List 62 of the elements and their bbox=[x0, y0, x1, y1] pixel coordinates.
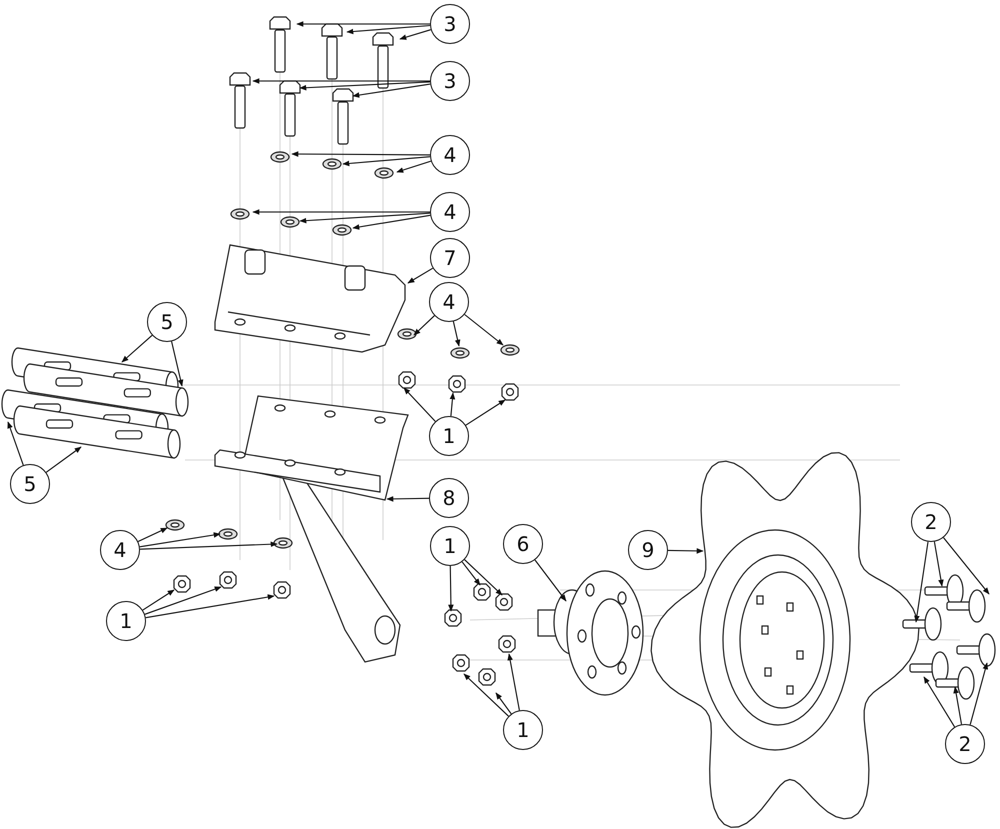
leader-line bbox=[299, 212, 430, 224]
leader-line bbox=[138, 528, 168, 542]
leader-line bbox=[404, 388, 436, 422]
callout-number: 8 bbox=[429, 478, 469, 518]
leader-line bbox=[534, 560, 566, 602]
leader-line bbox=[464, 674, 509, 717]
leader-line bbox=[7, 421, 24, 466]
leader-line bbox=[396, 160, 432, 173]
callout-number: 1 bbox=[430, 526, 470, 566]
leader-line bbox=[144, 586, 222, 615]
leader-line bbox=[121, 334, 152, 362]
leader-line bbox=[914, 542, 929, 623]
leader-line bbox=[448, 566, 454, 612]
leader-line bbox=[140, 532, 221, 548]
leader-line bbox=[299, 81, 430, 90]
leader-line bbox=[414, 315, 435, 336]
leader-line bbox=[146, 594, 275, 618]
leader-line bbox=[142, 590, 175, 611]
callout-number: 3 bbox=[430, 61, 470, 101]
leader-line bbox=[953, 686, 962, 724]
leader-line bbox=[466, 400, 506, 426]
callout-number: 2 bbox=[911, 502, 951, 542]
callout-number: 4 bbox=[430, 135, 470, 175]
callout-number: 4 bbox=[430, 192, 470, 232]
callout-number: 5 bbox=[10, 464, 50, 504]
leader-line bbox=[399, 29, 431, 40]
callout-number: 4 bbox=[100, 530, 140, 570]
leader-line bbox=[46, 446, 82, 473]
leader-line bbox=[352, 214, 430, 230]
callout-number: 9 bbox=[628, 530, 668, 570]
callout-number: 4 bbox=[429, 282, 469, 322]
callout-number: 1 bbox=[503, 710, 543, 750]
leader-line bbox=[970, 662, 988, 725]
leader-line bbox=[407, 268, 434, 284]
leader-line bbox=[171, 341, 184, 387]
callout-number: 5 bbox=[147, 302, 187, 342]
leader-line bbox=[346, 24, 430, 34]
leader-line bbox=[943, 537, 990, 595]
leader-line bbox=[464, 559, 502, 596]
callout-number: 7 bbox=[430, 238, 470, 278]
leader-line bbox=[386, 496, 429, 502]
callout-number: 2 bbox=[945, 724, 985, 764]
callout-number: 3 bbox=[430, 4, 470, 44]
callout-number: 1 bbox=[429, 416, 469, 456]
leader-line bbox=[668, 548, 704, 554]
leader-line bbox=[464, 314, 504, 346]
leader-line bbox=[252, 209, 430, 215]
leader-line bbox=[450, 392, 456, 416]
leader-line bbox=[342, 156, 430, 166]
leader-line bbox=[352, 84, 430, 98]
callout-number: 6 bbox=[503, 524, 543, 564]
leader-line bbox=[507, 653, 520, 710]
leader-line bbox=[252, 78, 430, 84]
callout-number: 1 bbox=[106, 601, 146, 641]
leader-line bbox=[296, 21, 430, 27]
leader-line bbox=[291, 151, 430, 157]
leader-line bbox=[452, 321, 460, 347]
leader-line bbox=[462, 562, 480, 586]
leader-line bbox=[934, 542, 944, 587]
leader-line bbox=[496, 692, 512, 714]
leader-line bbox=[924, 676, 956, 728]
leader-line bbox=[140, 541, 278, 550]
